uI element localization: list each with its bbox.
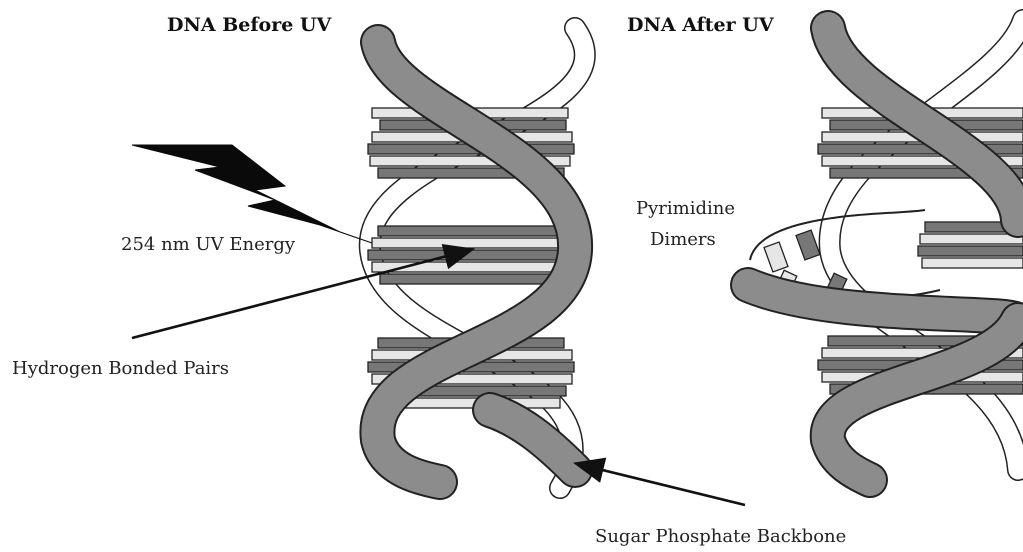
- dimers-label-line2: Dimers: [650, 229, 716, 250]
- dna-helix-before: [368, 28, 585, 488]
- hydrogen-bonds-label: Hydrogen Bonded Pairs: [12, 358, 229, 379]
- uv-energy-label: 254 nm UV Energy: [121, 234, 296, 255]
- dna-helix-after: [745, 20, 1023, 480]
- lightning-bolt-icon: [132, 145, 372, 243]
- backbone-arrow: [578, 464, 745, 505]
- title-before-uv: DNA Before UV: [167, 14, 332, 36]
- title-after-uv: DNA After UV: [627, 14, 775, 36]
- dimers-label-line1: Pyrimidine: [636, 198, 735, 219]
- backbone-label: Sugar Phosphate Backbone: [595, 526, 846, 547]
